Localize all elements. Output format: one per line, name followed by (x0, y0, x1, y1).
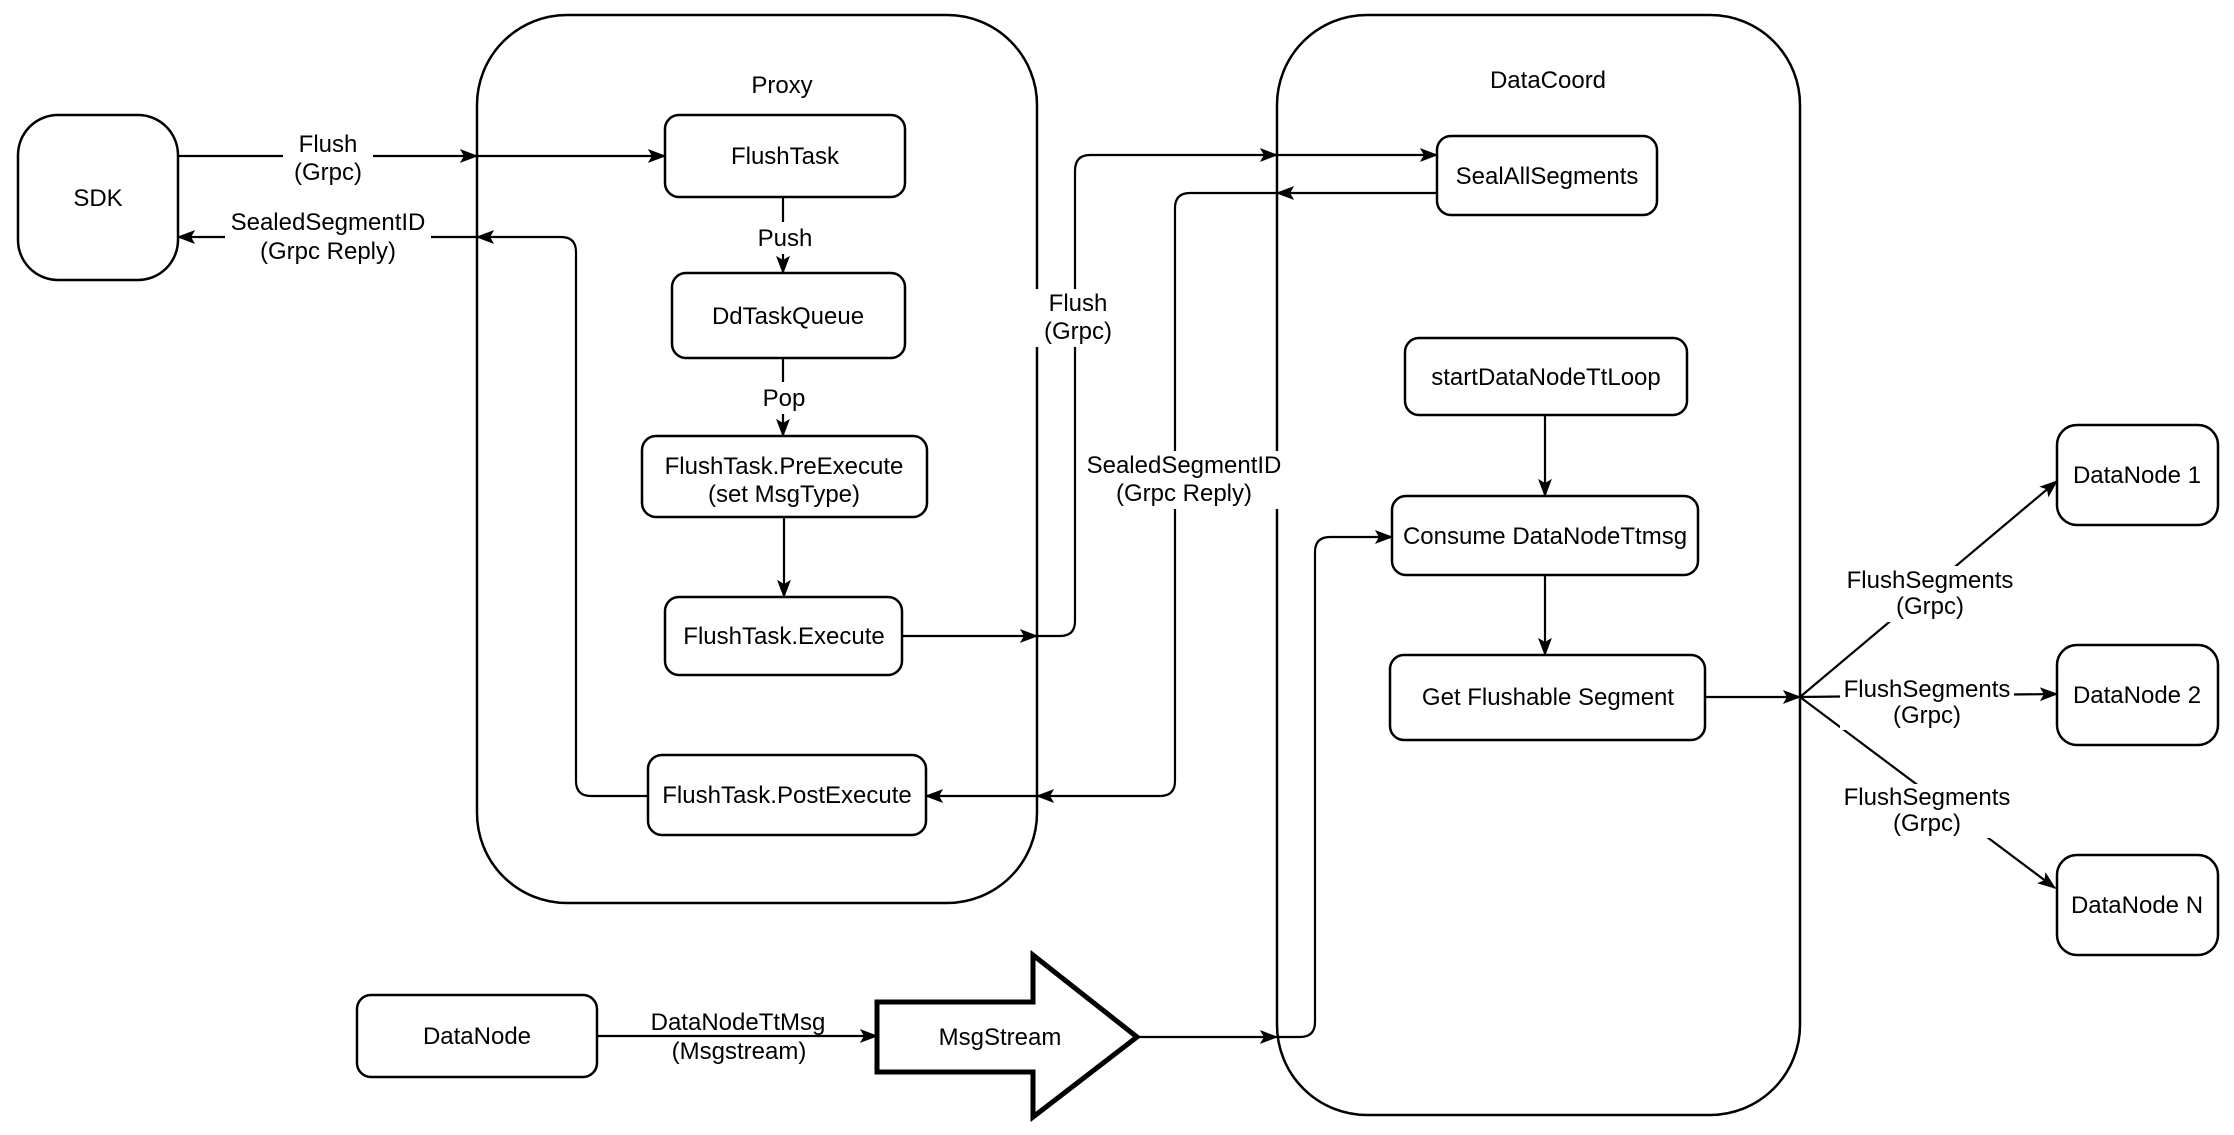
edge-label-flushsegments-1-line1: FlushSegments (1847, 567, 2014, 594)
edge-label-push: Push (748, 222, 822, 254)
edge-label-datanodettmsg-line2: (Msgstream) (672, 1038, 807, 1065)
edge-label-flushsegments-2-line1: FlushSegments (1844, 676, 2011, 703)
edge-label-flush-mid: Flush (Grpc) (1033, 289, 1123, 347)
edge-label-flushsegments-1-line2: (Grpc) (1896, 593, 1964, 620)
edge-label-sealedsegmentid-mid: SealedSegmentID (Grpc Reply) (1081, 451, 1287, 509)
node-datanoden-label: DataNode N (2071, 892, 2203, 919)
edge-label-sealedsegmentid-mid-line2: (Grpc Reply) (1116, 480, 1252, 507)
node-datanode1-label: DataNode 1 (2073, 462, 2201, 489)
edge-datacoord-border-to-consume (1277, 537, 1392, 1039)
node-getflushable-label: Get Flushable Segment (1422, 684, 1674, 711)
edge-label-sealedsegmentid-sdk: SealedSegmentID (Grpc Reply) (225, 209, 431, 267)
node-flushtask-postexecute: FlushTask.PostExecute (646, 753, 928, 837)
edge-label-pop: Pop (753, 382, 815, 414)
edge-label-push-text: Push (758, 225, 813, 252)
node-flushtask: FlushTask (663, 113, 907, 199)
node-sealallsegments-label: SealAllSegments (1456, 163, 1639, 190)
datacoord-container-label: DataCoord (1490, 67, 1606, 94)
edge-label-pop-text: Pop (763, 385, 806, 412)
node-get-flushable-segment: Get Flushable Segment (1388, 653, 1707, 742)
edge-postexecute-to-proxy-border (477, 237, 648, 798)
node-msgstream: MsgStream (874, 949, 1142, 1123)
edge-label-datanodettmsg-line1: DataNodeTtMsg (651, 1009, 826, 1036)
edge-label-flush-mid-line2: (Grpc) (1044, 318, 1112, 345)
node-datanode: DataNode (355, 993, 599, 1079)
edge-label-flushsegments-1: FlushSegments (Grpc) (1843, 566, 2017, 622)
edge-label-sealedsegmentid-mid-line1: SealedSegmentID (1087, 452, 1282, 479)
node-postexecute-label: FlushTask.PostExecute (662, 782, 911, 809)
node-sealallsegments: SealAllSegments (1435, 134, 1659, 217)
node-datanode1: DataNode 1 (2055, 423, 2220, 527)
node-startdatanodettloop-label: startDataNodeTtLoop (1431, 364, 1660, 391)
edge-proxy-to-datacoord-flush (1037, 155, 1277, 638)
node-flushtask-preexecute: FlushTask.PreExecute (set MsgType) (640, 434, 929, 519)
node-consume-label: Consume DataNodeTtmsg (1403, 523, 1687, 550)
node-ddtaskqueue-label: DdTaskQueue (712, 303, 864, 330)
edge-label-flush-sdk: Flush (Grpc) (283, 130, 373, 186)
edge-label-flush-mid-line1: Flush (1049, 290, 1108, 317)
edge-label-flush-sdk-line1: Flush (299, 131, 358, 158)
edge-label-flushsegments-2-line2: (Grpc) (1893, 702, 1961, 729)
edge-label-sealedsegmentid-sdk-line2: (Grpc Reply) (260, 238, 396, 265)
node-ddtaskqueue: DdTaskQueue (670, 271, 907, 360)
edge-label-datanodettmsg: DataNodeTtMsg (Msgstream) (649, 1009, 829, 1065)
proxy-container: Proxy (475, 13, 1039, 905)
node-datanoden: DataNode N (2055, 853, 2220, 957)
node-consume-datanodettmsg: Consume DataNodeTtmsg (1390, 494, 1700, 577)
msgstream-block-arrow-shape (874, 949, 1142, 1123)
edge-label-flush-sdk-line2: (Grpc) (294, 159, 362, 186)
node-datanode2-label: DataNode 2 (2073, 682, 2201, 709)
edge-label-flushsegments-3-line1: FlushSegments (1844, 784, 2011, 811)
datacoord-container: DataCoord (1275, 13, 1802, 1117)
node-sdk: SDK (16, 113, 180, 282)
node-preexecute-label-line1: FlushTask.PreExecute (665, 453, 904, 480)
node-execute-label: FlushTask.Execute (683, 623, 884, 650)
edge-label-flushsegments-3-line2: (Grpc) (1893, 810, 1961, 837)
node-flushtask-execute: FlushTask.Execute (663, 595, 904, 677)
edge-label-flushsegments-2: FlushSegments (Grpc) (1840, 676, 2014, 730)
edge-label-flushsegments-3: FlushSegments (Grpc) (1840, 784, 2014, 838)
node-sdk-label: SDK (73, 185, 122, 212)
node-datanode2: DataNode 2 (2055, 643, 2220, 747)
node-flushtask-label: FlushTask (731, 143, 840, 170)
edge-label-sealedsegmentid-sdk-line1: SealedSegmentID (231, 209, 426, 236)
proxy-container-label: Proxy (751, 72, 812, 99)
node-startdatanodettloop: startDataNodeTtLoop (1403, 336, 1689, 417)
node-msgstream-label: MsgStream (939, 1024, 1062, 1051)
node-datanode-label: DataNode (423, 1023, 531, 1050)
node-preexecute-label-line2: (set MsgType) (708, 481, 860, 508)
